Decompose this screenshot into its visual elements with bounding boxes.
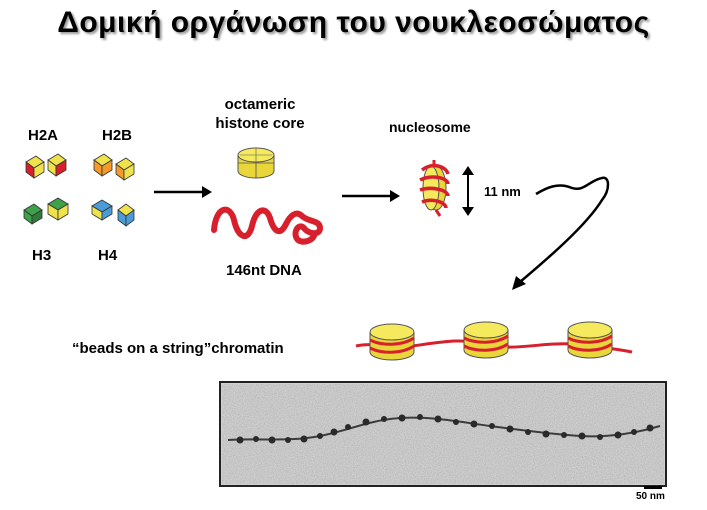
arrow-to-core <box>154 186 212 198</box>
page-title: Δομική οργάνωση του νουκλεοσώματος <box>57 6 650 39</box>
h2b-histone-pair <box>93 153 135 181</box>
size-label: 11 nm <box>484 184 521 199</box>
arrow-to-nucleosome <box>342 190 400 202</box>
octamer-label: octameric histone core <box>205 95 315 133</box>
octamer-label-line2: histone core <box>215 115 305 132</box>
dna-strand-icon <box>211 206 324 245</box>
h4-histone-pair <box>91 199 135 227</box>
bead-1 <box>369 323 415 361</box>
beads-on-string-icon <box>355 321 633 361</box>
octamer-label-line1: octameric <box>224 96 296 113</box>
micrograph-beads <box>236 414 654 444</box>
electron-micrograph <box>219 381 667 487</box>
h2a-histone-pair <box>25 153 67 179</box>
dna-label: 146nt DNA <box>226 262 302 279</box>
histone-label-h3: H3 <box>32 247 52 264</box>
nucleosome-icon <box>419 160 450 217</box>
nucleosome-label: nucleosome <box>389 119 471 135</box>
size-arrow-icon <box>462 166 474 216</box>
histone-label-h4: H4 <box>98 247 118 264</box>
curved-arrow-to-chromatin <box>512 176 610 290</box>
chromatin-label: “beads on a string”chromatin <box>72 340 284 357</box>
scale-label: 50 nm <box>636 491 665 502</box>
bead-3 <box>567 321 613 359</box>
scale-bar <box>644 486 662 489</box>
histone-label-h2a: H2A <box>28 127 59 144</box>
bead-2 <box>463 321 509 359</box>
histone-label-h2b: H2B <box>102 127 133 144</box>
octamer-core-icon <box>237 147 275 179</box>
h3-histone-pair <box>23 197 69 225</box>
